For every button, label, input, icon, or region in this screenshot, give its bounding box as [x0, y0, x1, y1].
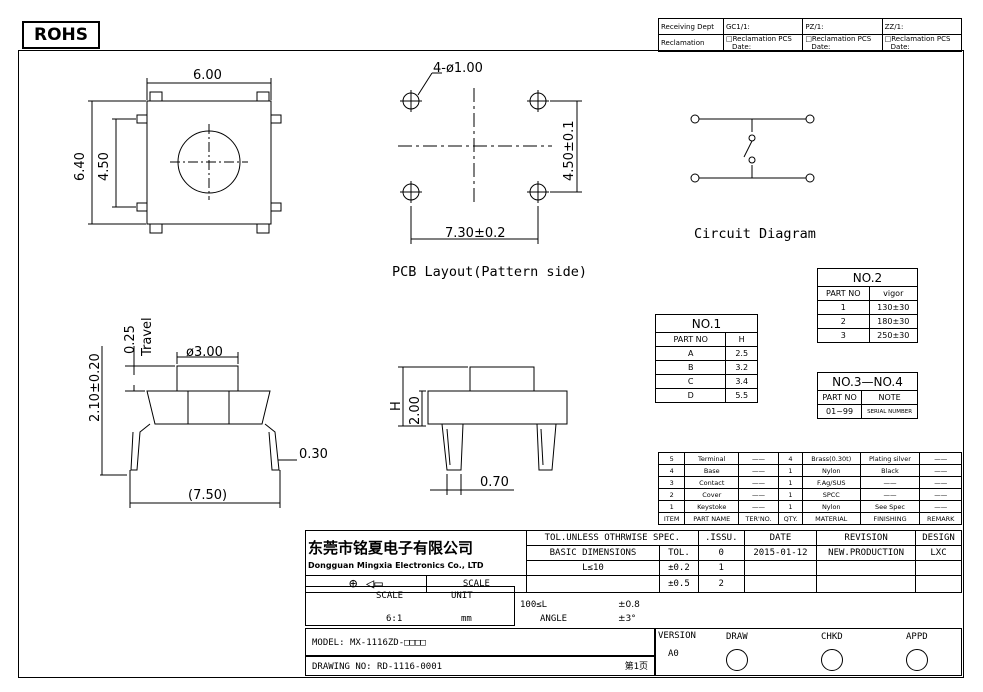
drawing-frame: [18, 50, 964, 678]
dim-width: 6.00: [193, 68, 222, 83]
model-row: MODEL: MX-1116ZD-□□□□: [305, 628, 655, 656]
approval-row: VERSION A0 DRAW CHKD APPD: [655, 628, 962, 676]
dim-lead: 0.30: [299, 447, 328, 462]
top-view-body: [146, 100, 272, 225]
dim-h-label: H: [389, 401, 404, 411]
appd-seal: [906, 649, 928, 671]
rohs-badge: ROHS: [22, 21, 100, 49]
dim-travel-val: 0.25: [123, 325, 138, 354]
dim-pin-width: 0.70: [480, 475, 509, 490]
dim-holes: 4-ø1.00: [433, 61, 483, 76]
drawing-row: DRAWING NO: RD-1116-0001 第1页: [305, 656, 655, 676]
dim-height: 6.40: [73, 152, 88, 181]
pcb-caption: PCB Layout(Pattern side): [392, 264, 587, 280]
circuit-caption: Circuit Diagram: [694, 226, 816, 242]
dim-button-dia: ø3.00: [186, 345, 223, 360]
dim-total-height: 2.10±0.20: [88, 353, 103, 422]
chkd-seal: [821, 649, 843, 671]
dim-span: (7.50): [188, 488, 227, 503]
company-en: Dongguan Mingxia Electronics Co., LTD: [308, 560, 484, 570]
draw-seal: [726, 649, 748, 671]
receiving-table: Receiving Dept GC1/1: PZ/1: ZZ/1: Reclam…: [658, 18, 963, 52]
scale-unit-box: SCALE UNIT 6:1 mm: [305, 586, 515, 626]
dim-pitch-y-tol: 4.50±0.1: [562, 120, 577, 181]
dim-pitch-x: 7.30±0.2: [445, 226, 506, 241]
dim-base-height: 2.00: [408, 396, 423, 425]
company-cn: 东莞市铭夏电子有限公司: [308, 538, 474, 557]
dim-pitch-y: 4.50: [97, 152, 112, 181]
dim-travel-label: Travel: [140, 317, 155, 357]
title-block: 东莞市铭夏电子有限公司 Dongguan Mingxia Electronics…: [305, 530, 962, 593]
